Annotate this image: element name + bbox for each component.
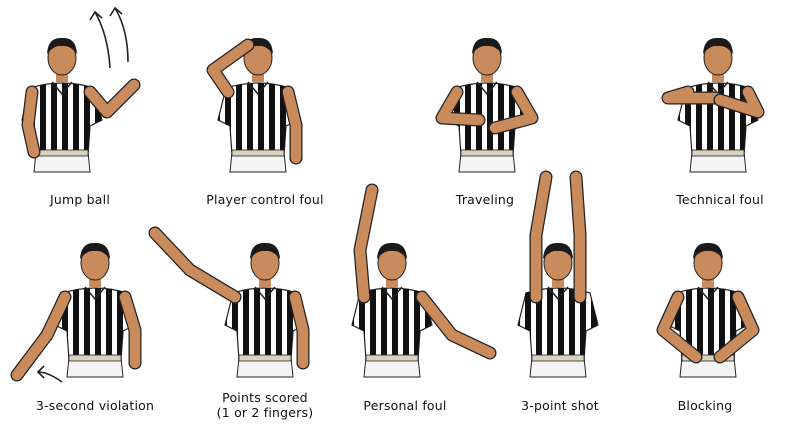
label-player-control-foul: Player control foul [206, 192, 324, 207]
arm-right [570, 171, 586, 303]
collar [84, 286, 106, 301]
hair [703, 37, 733, 54]
referee-figure-traveling [435, 37, 539, 173]
arm-left [530, 171, 552, 303]
collar [254, 286, 276, 301]
belt [365, 354, 419, 362]
shirt-stripes [678, 83, 757, 155]
hair [250, 242, 280, 259]
referee-figure-three-second [10, 242, 142, 382]
arm-right [714, 291, 759, 363]
collar [547, 286, 569, 301]
arm-left [657, 291, 702, 363]
arm-left [436, 86, 485, 126]
belt [681, 354, 735, 362]
shirt-stripes [518, 288, 597, 360]
arm-left [207, 39, 254, 98]
arm-right [282, 86, 302, 164]
motion-arrow-icon [89, 10, 111, 69]
arm-left [22, 86, 40, 158]
referee-figure-points [148, 226, 310, 378]
motion-arrow-icon [109, 6, 129, 63]
hair [377, 242, 407, 259]
arm-left [354, 184, 378, 303]
arm-right [119, 291, 141, 369]
belt [231, 149, 285, 157]
label-points-scored: Points scored (1 or 2 fingers) [216, 390, 314, 420]
label-technical-foul: Technical foul [676, 192, 764, 207]
belt [238, 354, 292, 362]
motion-arrow-icon [36, 365, 63, 383]
label-personal-foul: Personal foul [363, 398, 447, 413]
label-3-point-shot: 3-point shot [521, 398, 599, 413]
hair [543, 242, 573, 259]
hair [47, 37, 77, 54]
referee-figure-blocking [656, 242, 760, 378]
referee-figure-technical [661, 37, 765, 173]
arm-left [662, 86, 722, 104]
label-3-second-violation: 3-second violation [35, 398, 155, 413]
belt [691, 149, 745, 157]
hair [80, 242, 110, 259]
hair [693, 242, 723, 259]
collar [247, 81, 269, 96]
belt [460, 149, 514, 157]
label-jump-ball: Jump ball [49, 192, 111, 207]
collar [697, 286, 719, 301]
collar [476, 81, 498, 96]
referee-figure-player-control [206, 37, 303, 173]
arm-right [489, 86, 538, 134]
belt [35, 149, 89, 157]
arm-right [714, 86, 764, 118]
referee-figure-jump-ball [21, 37, 141, 173]
arm-right [289, 291, 309, 369]
label-blocking: Blocking [677, 398, 733, 413]
collar [51, 81, 73, 96]
arm-right [416, 291, 496, 359]
arm-left [149, 227, 241, 303]
shirt-stripes [352, 288, 431, 360]
referee-figure-three-point [517, 170, 599, 378]
label-traveling: Traveling [455, 192, 515, 207]
belt [68, 354, 122, 362]
belt [531, 354, 585, 362]
hair [472, 37, 502, 54]
arm-right [84, 79, 140, 118]
collar [381, 286, 403, 301]
referee-figure-personal [351, 183, 497, 378]
arm-left [11, 291, 71, 381]
